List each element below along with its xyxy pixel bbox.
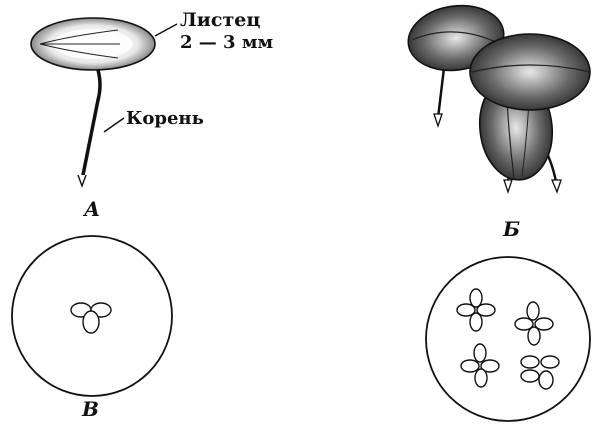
root-b1	[438, 68, 444, 118]
panel-a-single-plant: Листец 2 — 3 мм Корень А	[31, 9, 273, 221]
panel-a-label: А	[82, 197, 100, 221]
root-pointer	[104, 118, 124, 132]
dish-g	[426, 257, 590, 421]
root-a	[82, 70, 100, 180]
frond-label: Листец	[180, 9, 260, 31]
panel-b-frond-cluster: Б	[404, 0, 590, 241]
panel-b-label: Б	[502, 217, 520, 241]
panel-v-dish-one-plant: В	[12, 236, 172, 421]
root-label: Корень	[126, 108, 204, 129]
frond-size-label: 2 — 3 мм	[180, 32, 273, 53]
panel-g-dish-four-plants	[426, 257, 590, 421]
frond-pointer	[155, 24, 177, 36]
frond-b2	[470, 34, 590, 110]
root-cap-a	[78, 175, 86, 186]
panel-v-label: В	[81, 397, 99, 421]
